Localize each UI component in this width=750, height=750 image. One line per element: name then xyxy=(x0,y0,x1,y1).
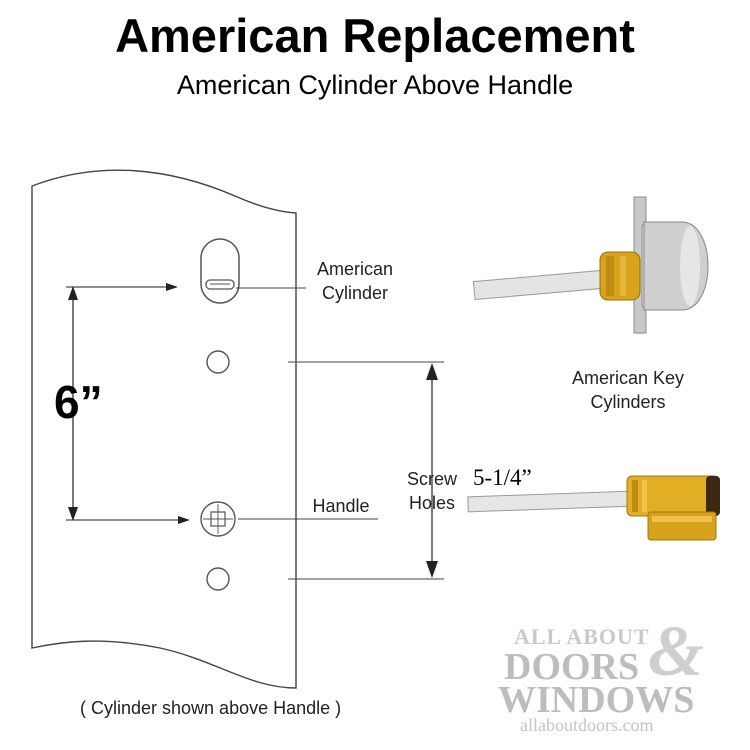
six-inch-dimension xyxy=(66,283,190,524)
screw-holes-label: Screw Holes xyxy=(397,467,467,515)
american-cylinder-label-line2: Cylinder xyxy=(321,283,389,303)
watermark-line3: WINDOWS xyxy=(498,679,695,721)
screw-holes-label-line1: Screw xyxy=(406,469,457,489)
key-cylinders-label-line2: Cylinders xyxy=(590,392,666,412)
handle-spindle-hole xyxy=(200,501,236,537)
door-panel-outline xyxy=(31,169,297,689)
watermark-line2: DOORS xyxy=(504,646,640,688)
watermark-ampersand: & xyxy=(648,611,705,691)
page-title: American Replacement xyxy=(115,9,635,62)
cylinder-cutout xyxy=(200,238,240,304)
key-cylinders-label-line1: American Key xyxy=(571,368,685,388)
watermark-url: allaboutdoors.com xyxy=(520,715,654,735)
american-cylinder-label-line1: American xyxy=(316,259,394,279)
diagram-caption: ( Cylinder shown above Handle ) xyxy=(80,698,342,718)
lower-screw-hole xyxy=(206,567,230,591)
page-subtitle: American Cylinder Above Handle xyxy=(176,70,574,100)
screw-hole-spacing-label: 5-1/4” xyxy=(473,465,532,490)
american-cylinder-chrome-image xyxy=(472,196,709,334)
screw-hole-dimension xyxy=(426,363,438,578)
american-cylinder-label: American Cylinder xyxy=(300,257,410,305)
handle-label: Handle xyxy=(312,496,370,516)
watermark-line1: ALL ABOUT xyxy=(514,624,650,649)
american-key-cylinders-label: American Key Cylinders xyxy=(553,366,703,414)
american-cylinder-brass-image xyxy=(467,475,720,541)
upper-screw-hole xyxy=(206,350,230,374)
screw-holes-label-line2: Holes xyxy=(408,493,456,513)
six-inch-dimension-label: 6” xyxy=(54,376,103,428)
